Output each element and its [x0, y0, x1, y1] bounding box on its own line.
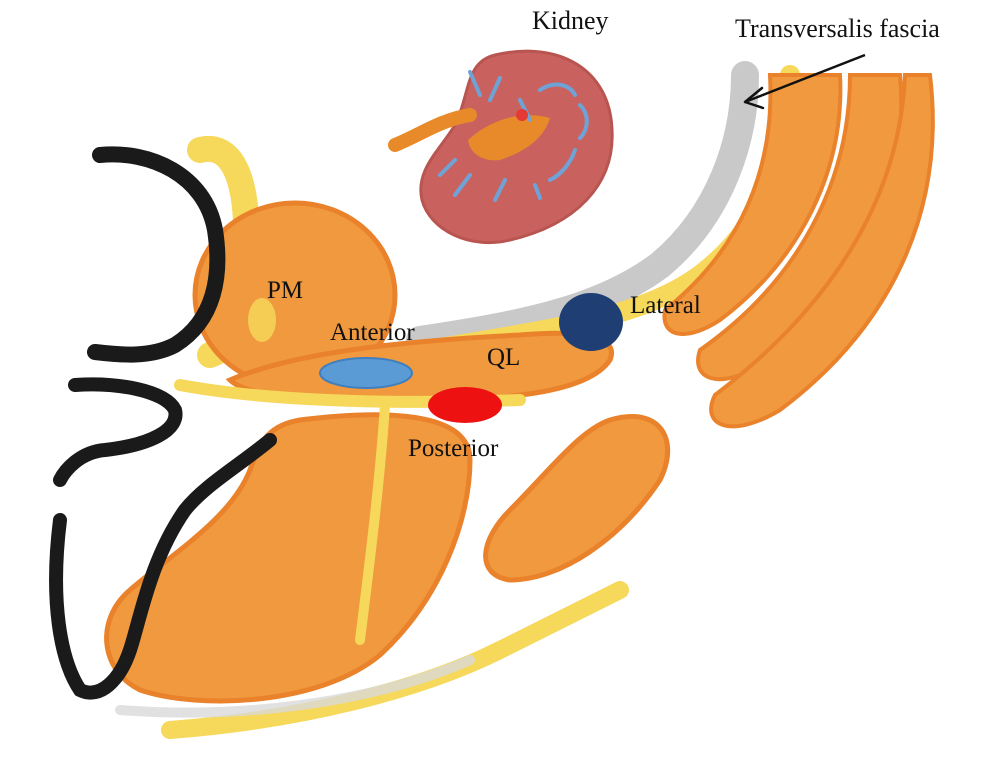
fascia-gray-lower: [115, 655, 475, 718]
thoracolumbar-fascia-vertical: [355, 400, 390, 645]
label-lateral: Lateral: [630, 292, 701, 319]
vertebra-outline: [49, 146, 277, 700]
label-anterior: Anterior: [330, 319, 415, 346]
ureter: [388, 108, 477, 152]
renal-pelvis: [468, 115, 550, 161]
transversus-abdominis: [662, 73, 843, 336]
lateral-injection-marker: [559, 293, 623, 351]
anterior-injection-marker: [319, 357, 413, 389]
posterior-injection-marker: [428, 387, 502, 423]
back-muscles: [104, 400, 671, 739]
renal-artery-dot: [516, 109, 528, 121]
kidney: [388, 49, 614, 245]
transversalis-fascia-band: [406, 61, 759, 354]
label-kidney: Kidney: [532, 6, 609, 35]
transverse-process-outline: [53, 377, 183, 487]
renal-vessels: [438, 70, 589, 202]
external-oblique: [709, 73, 935, 429]
psoas-highlight: [248, 298, 276, 342]
label-transversalis-fascia: Transversalis fascia: [735, 14, 940, 43]
transversalis-fascia-arrow: [743, 53, 866, 110]
label-posterior: Posterior: [408, 435, 499, 462]
abdominal-wall: [406, 61, 935, 429]
vertebral-body-outline: [87, 146, 226, 363]
label-psoas-major: PM: [267, 277, 303, 304]
psoas-major: [187, 136, 398, 390]
label-quadratus-lumborum: QL: [487, 344, 520, 371]
spinous-process-outline: [49, 433, 277, 700]
latissimus-dorsi: [483, 413, 671, 583]
